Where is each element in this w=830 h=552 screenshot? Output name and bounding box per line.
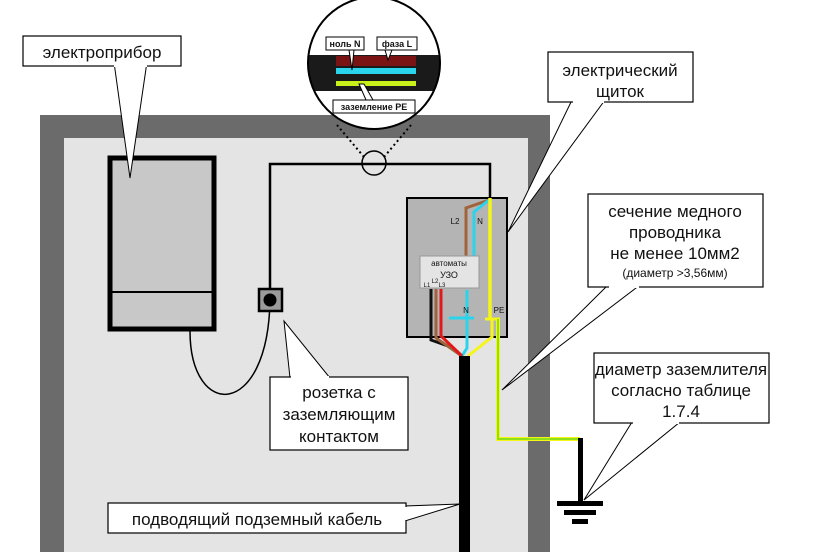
cable-inset: ноль N фаза L заземление PE: [307, 0, 441, 130]
callout-earth-electrode: диаметр заземлителя согласно таблице 1.7…: [583, 352, 770, 501]
callout-conductor-section: сечение медного проводника не менее 10мм…: [501, 193, 764, 391]
socket-icon: [257, 287, 284, 313]
svg-text:подводящий подземный кабель: подводящий подземный кабель: [132, 510, 382, 529]
callout-socket: розетка с заземляющим контактом: [269, 319, 409, 451]
label-wire-l2: L2: [451, 217, 460, 226]
label-wire-n-top: N: [477, 217, 483, 226]
callout-panel: электрический щиток: [507, 51, 694, 233]
wire-l2-out: [434, 289, 463, 358]
svg-text:согласно таблице: согласно таблице: [611, 381, 751, 400]
socket-wiring: [268, 162, 492, 289]
breaker-rcd-block: автоматы УЗО L1 L2 L3: [419, 255, 480, 289]
callout-cable: подводящий подземный кабель: [107, 502, 461, 534]
appliance: [107, 155, 217, 332]
wire-l2: [464, 198, 490, 262]
svg-text:1.7.4: 1.7.4: [662, 402, 700, 421]
svg-text:УЗО: УЗО: [440, 270, 458, 280]
svg-text:электрический: электрический: [562, 61, 677, 80]
svg-text:автоматы: автоматы: [431, 259, 467, 268]
svg-text:L1: L1: [424, 283, 431, 289]
wire-neutral-bottom: [449, 316, 474, 357]
svg-text:L2: L2: [432, 279, 439, 285]
svg-text:электроприбор: электроприбор: [43, 43, 162, 62]
svg-text:не менее 10мм2: не менее 10мм2: [610, 244, 739, 263]
wire-neutral-top: [472, 198, 490, 262]
svg-text:L3: L3: [439, 283, 446, 289]
svg-text:заземляющим: заземляющим: [283, 405, 396, 424]
svg-text:контактом: контактом: [299, 427, 379, 446]
svg-text:проводника: проводника: [629, 223, 722, 242]
svg-text:розетка с: розетка с: [302, 383, 376, 402]
label-wire-pe: PE: [494, 306, 505, 315]
inset-pe-label: заземление PE: [341, 102, 407, 112]
svg-text:диаметр заземлителя: диаметр заземлителя: [595, 360, 767, 379]
svg-text:щиток: щиток: [596, 82, 645, 101]
magnifier-spot: [361, 150, 387, 176]
svg-text:сечение медного: сечение медного: [608, 202, 742, 221]
inset-phase-label: фаза L: [382, 39, 413, 49]
appliance-cord: [189, 299, 271, 396]
callout-appliance: электроприбор: [22, 35, 182, 179]
wire-l3: [439, 289, 464, 358]
svg-text:(диаметр >3,56мм): (диаметр >3,56мм): [622, 266, 727, 280]
label-wire-n-bottom: N: [463, 306, 469, 315]
incoming-cable: [459, 356, 470, 552]
ground-electrode-icon: [557, 438, 603, 524]
inset-neutral-label: ноль N: [330, 39, 361, 49]
